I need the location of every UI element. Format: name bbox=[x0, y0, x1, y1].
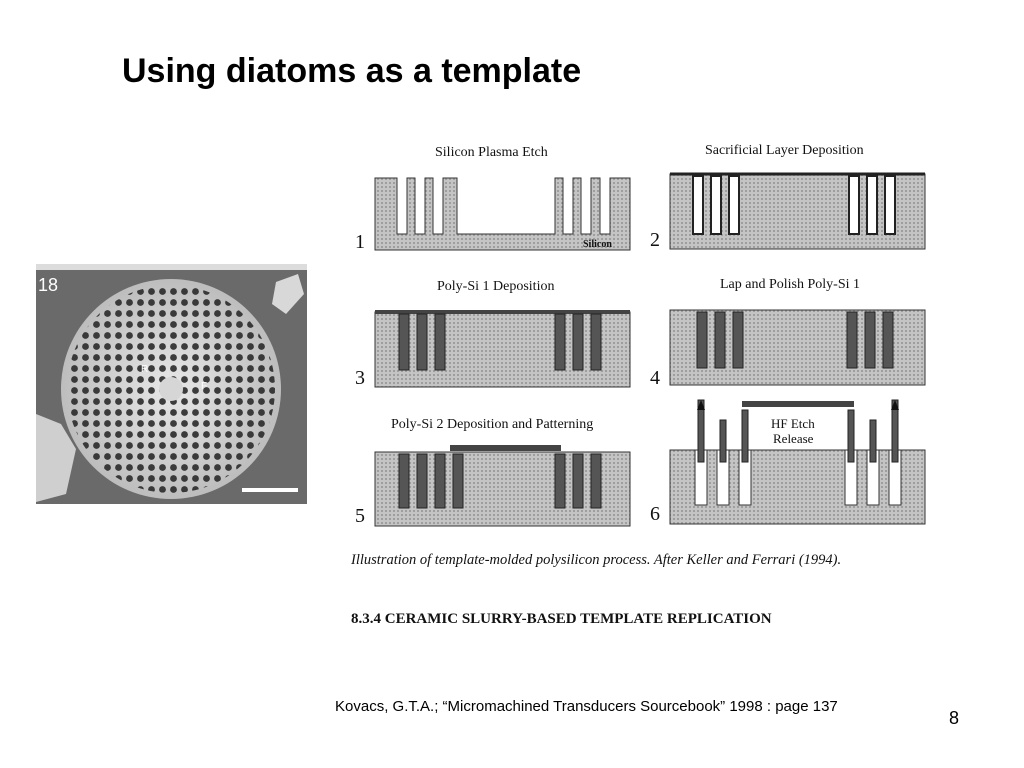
step-4-label: Lap and Polish Poly-Si 1 bbox=[720, 277, 860, 292]
step-5-number: 5 bbox=[355, 505, 365, 527]
citation: Kovacs, G.T.A.; “Micromachined Transduce… bbox=[335, 698, 838, 715]
step-1-number: 1 bbox=[355, 231, 365, 253]
debris-fragment bbox=[272, 274, 304, 314]
label-f: F bbox=[201, 381, 207, 392]
step-5-label: Poly-Si 2 Deposition and Patterning bbox=[391, 417, 593, 432]
hf-etch-label: HF Etch bbox=[771, 416, 815, 431]
step-4-panel: Lap and Polish Poly-Si 1 4 bbox=[650, 277, 926, 389]
step-4-number: 4 bbox=[650, 367, 660, 389]
scale-bar bbox=[242, 488, 298, 492]
step-6-number: 6 bbox=[650, 503, 660, 525]
slide-title: Using diatoms as a template bbox=[122, 52, 582, 90]
diatom-micrograph: 18 R F bbox=[36, 264, 307, 504]
step-3-label: Poly-Si 1 Deposition bbox=[437, 279, 554, 294]
step-1-panel: Silicon Plasma Etch 1 Silicon bbox=[355, 145, 631, 253]
process-illustration: Silicon Plasma Etch 1 Silicon Sacrificia… bbox=[350, 143, 926, 627]
silicon-label: Silicon bbox=[583, 239, 612, 250]
step-2-label: Sacrificial Layer Deposition bbox=[705, 143, 864, 158]
step-3-number: 3 bbox=[355, 367, 365, 389]
label-r: R bbox=[141, 364, 148, 375]
step-5-panel: Poly-Si 2 Deposition and Patterning 5 bbox=[355, 417, 631, 527]
section-heading: 8.3.4 CERAMIC SLURRY-BASED TEMPLATE REPL… bbox=[351, 611, 772, 627]
step-3-panel: Poly-Si 1 Deposition 3 bbox=[355, 279, 631, 389]
step-2-number: 2 bbox=[650, 229, 660, 251]
step-2-panel: Sacrificial Layer Deposition 2 bbox=[650, 143, 926, 251]
step-6-panel: HF Etch Release 6 bbox=[650, 399, 926, 525]
figure-caption: Illustration of template-molded polysili… bbox=[350, 552, 841, 568]
step-1-label: Silicon Plasma Etch bbox=[435, 145, 548, 160]
debris-fragment bbox=[36, 414, 76, 502]
panel-number: 18 bbox=[38, 275, 58, 295]
page-number: 8 bbox=[949, 708, 960, 728]
release-label: Release bbox=[773, 431, 814, 446]
